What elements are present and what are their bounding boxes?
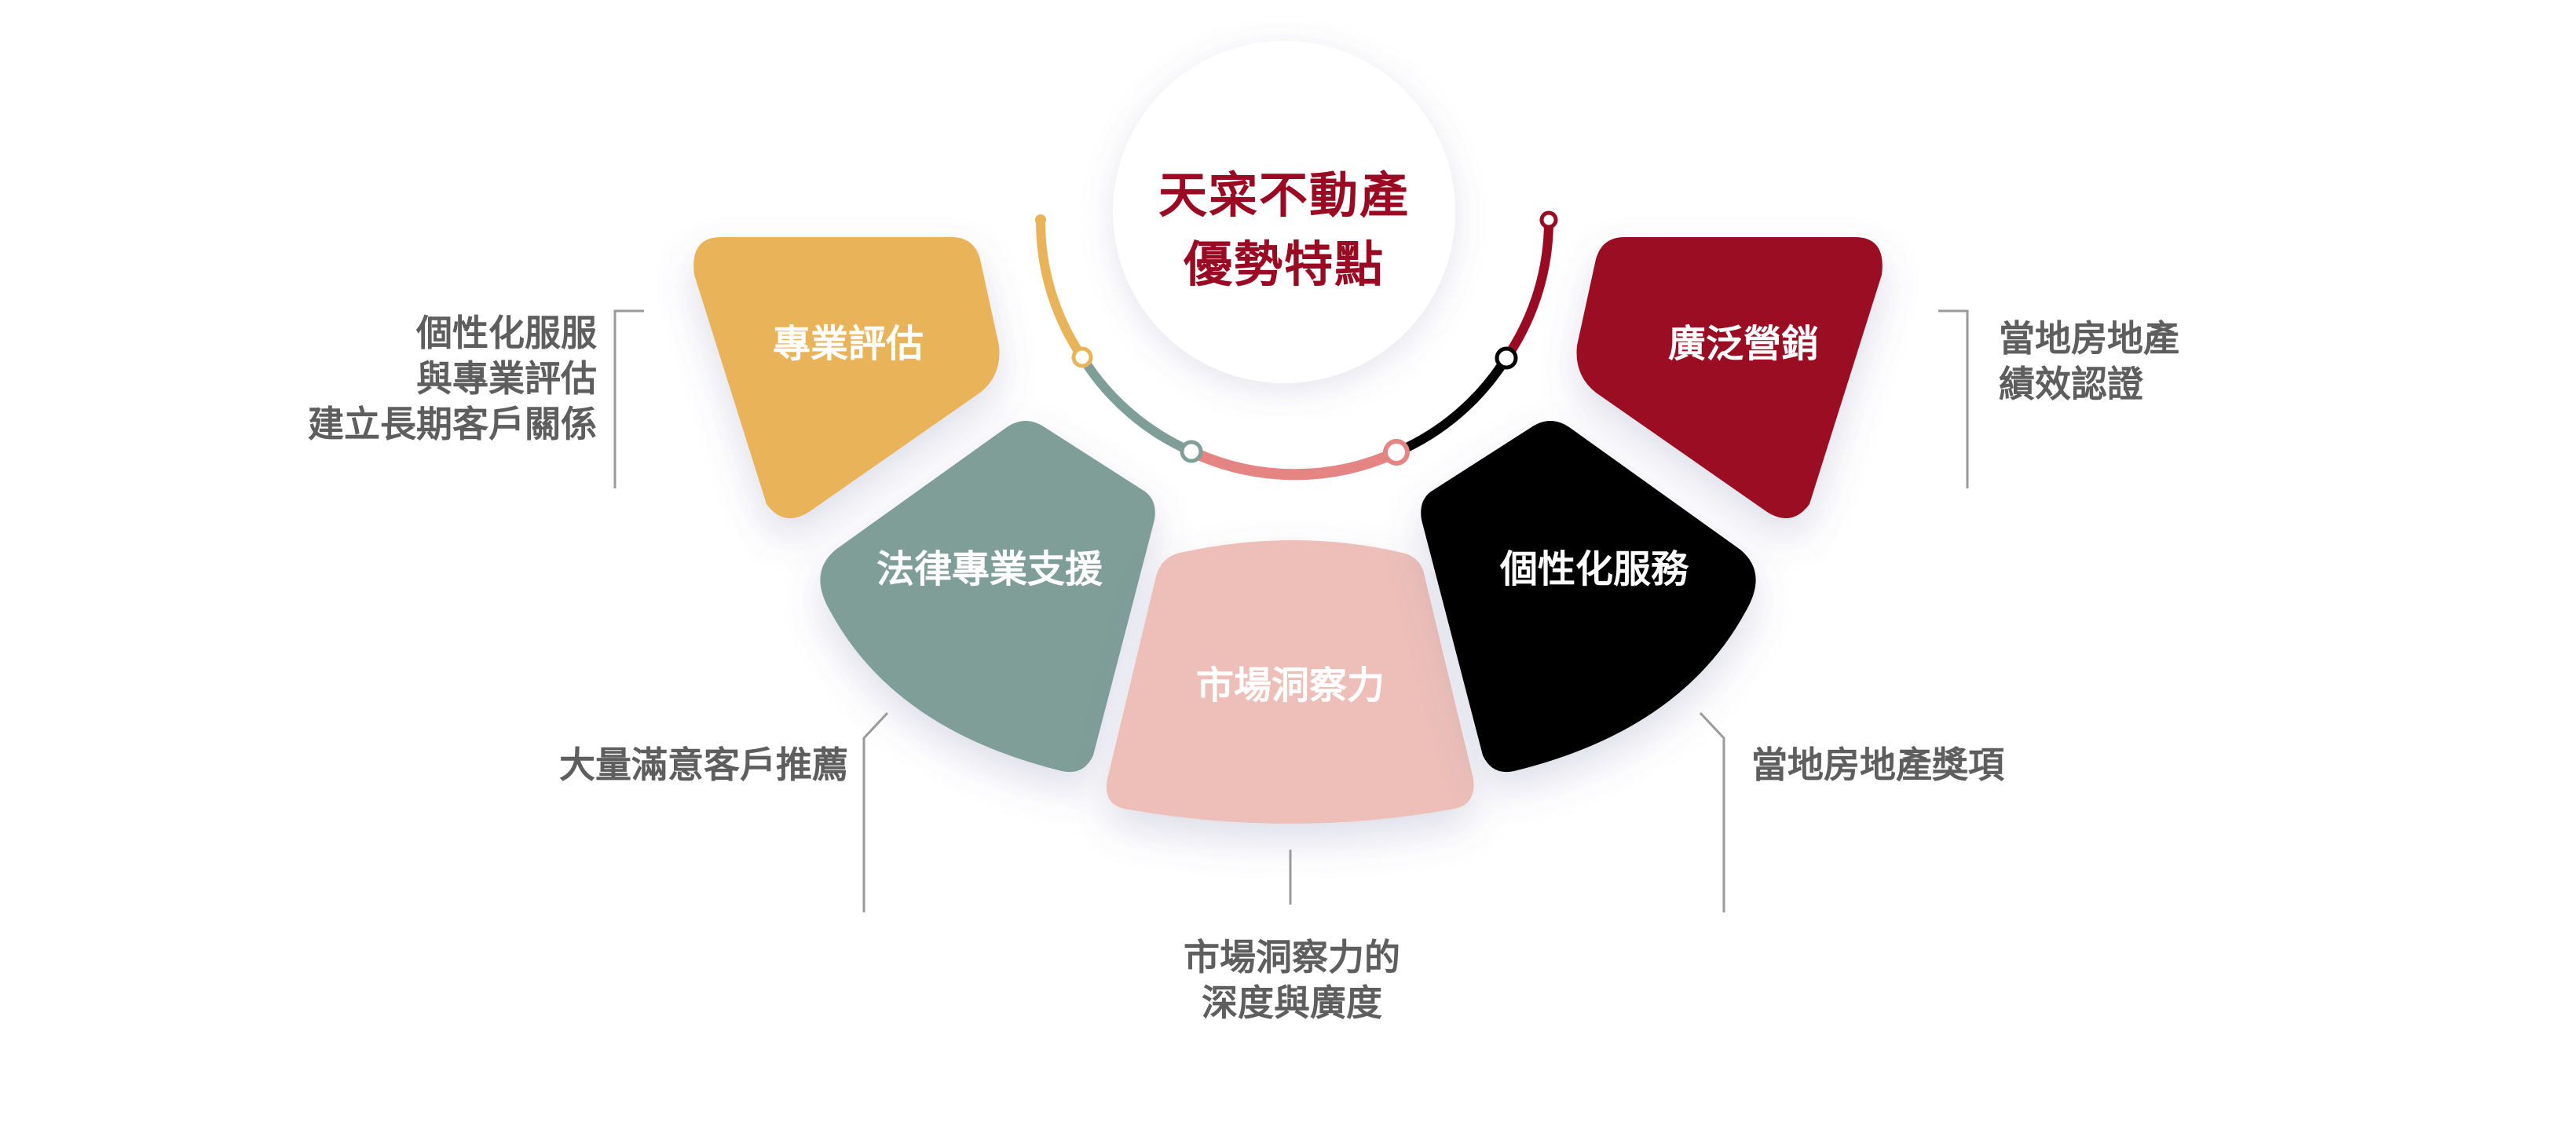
segment-tile-professional-assessment [693, 237, 1000, 518]
center-title: 天寀不動產 優勢特點 [1119, 161, 1449, 299]
segment-tile-legal-support [820, 421, 1155, 773]
arc-end-dot [1539, 210, 1558, 229]
arc-segment-red [1502, 215, 1554, 363]
description-line: 大量滿意客戶推薦 [559, 744, 848, 786]
segment-tile-broad-marketing [1576, 237, 1883, 518]
segment-label-market-insight: 市場洞察力 [1195, 664, 1385, 707]
center-title-line-1: 天寀不動產 [1158, 166, 1410, 224]
description-line: 與專業評估 [416, 357, 597, 400]
description-line: 績效認證 [1999, 363, 2143, 405]
center-title-line-2: 優勢特點 [1183, 236, 1385, 293]
arc-segment-yellow [1035, 215, 1087, 362]
arc-dot-3 [1383, 439, 1410, 466]
arc-segment-sage [1078, 353, 1196, 456]
arc-dot-1 [1071, 346, 1093, 368]
description-legal: 大量滿意客戶推薦 [471, 742, 848, 788]
description-market: 市場洞察力的 深度與廣度 [1100, 934, 1484, 1025]
description-line: 深度與廣度 [1202, 982, 1382, 1024]
arc-dot-2 [1180, 440, 1203, 463]
segment-label-legal-support: 法律專業支援 [876, 547, 1103, 591]
description-line: 當地房地產獎項 [1751, 744, 2004, 786]
description-line: 個性化服服 [416, 312, 597, 354]
segment-tile-personalized-service [1421, 421, 1756, 773]
leader-line-legal [862, 711, 889, 912]
description-assessment: 個性化服服 與專業評估 建立長期客戶關係 [228, 310, 597, 447]
segment-label-professional-assessment: 專業評估 [772, 322, 924, 366]
description-service: 當地房地產獎項 [1751, 742, 2128, 788]
arc-segment-black [1392, 353, 1511, 457]
leader-line-service [1699, 711, 1725, 912]
arc-segment-pink [1186, 446, 1402, 481]
leader-line-assessment [613, 309, 644, 488]
description-marketing: 當地房地產 績效認證 [1999, 316, 2313, 407]
center-circle [1113, 41, 1455, 383]
description-line: 當地房地產 [1999, 317, 2179, 360]
arc-dot-4 [1495, 346, 1518, 370]
segment-label-broad-marketing: 廣泛營銷 [1667, 322, 1819, 366]
segment-tile-market-insight [1106, 540, 1474, 824]
arc-start-dot [1035, 214, 1046, 225]
segment-label-personalized-service: 個性化服務 [1499, 547, 1689, 591]
description-line: 市場洞察力的 [1184, 936, 1400, 978]
description-line: 建立長期客戶關係 [308, 403, 597, 445]
leader-line-marketing [1938, 309, 1969, 488]
